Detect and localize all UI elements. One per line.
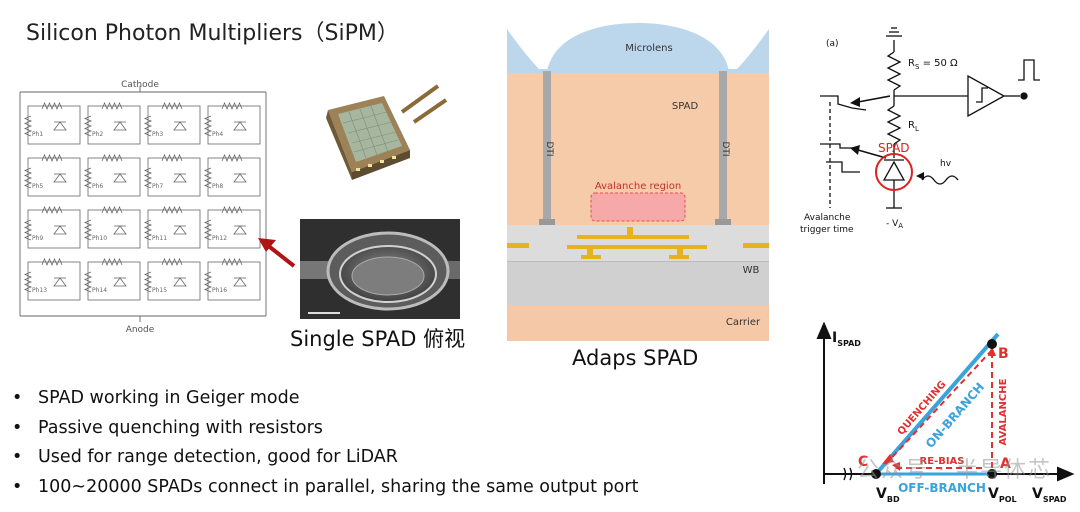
- cell-label: Ph1: [32, 131, 43, 138]
- cell-diode: [173, 173, 187, 183]
- cell-label: Ph8: [212, 183, 223, 190]
- adaps-spad-caption: Adaps SPAD: [572, 346, 699, 370]
- avalanche-label: AVALANCHE: [998, 378, 1009, 445]
- microlens-label: Microlens: [625, 43, 672, 54]
- point-b-label: B: [998, 346, 1009, 362]
- hv-label: hv: [940, 159, 952, 169]
- bullet-item: •SPAD working in Geiger mode: [12, 388, 300, 408]
- adaps-spad-cross-section: Microlens SPAD Avalanche region WB Carri…: [507, 23, 769, 341]
- bullet-item: •100~20000 SPADs connect in parallel, sh…: [12, 476, 639, 497]
- cathode-label: Cathode: [121, 80, 159, 90]
- cell-diode: [173, 277, 187, 287]
- cell-label: Ph12: [212, 235, 227, 242]
- slide-title: Silicon Photon Multipliers（SiPM）: [26, 21, 399, 46]
- cell-label: Ph7: [152, 183, 163, 190]
- va-label: - VA: [886, 219, 903, 230]
- rl-label: RL: [908, 120, 919, 133]
- single-spad-caption: Single SPAD 俯视: [290, 327, 466, 351]
- point-c-label: C: [858, 454, 868, 470]
- cell-label: Ph6: [92, 183, 103, 190]
- pointer-arrow: [258, 238, 296, 268]
- cell-diode: [113, 225, 127, 235]
- cell-diode: [113, 277, 127, 287]
- cell-label: Ph4: [212, 131, 223, 138]
- cell-label: Ph9: [32, 235, 43, 242]
- dti-label-left: DTI: [544, 141, 554, 156]
- vpol-label: VPOL: [988, 486, 1017, 504]
- single-spad-sem-image: [300, 219, 460, 319]
- avalanche-region-label: Avalanche region: [595, 181, 681, 192]
- i-axis-label: ISPAD: [832, 330, 861, 348]
- cell-diode: [53, 173, 67, 183]
- re-bias-label: RE-BIAS: [920, 456, 965, 467]
- wb-label: WB: [743, 265, 760, 276]
- cell-diode: [113, 173, 127, 183]
- cell-diode: [233, 173, 247, 183]
- avalanche-trigger-label-2: trigger time: [800, 225, 854, 235]
- cell-diode: [233, 277, 247, 287]
- cell-label: Ph10: [92, 235, 107, 242]
- sipm-chip-photo: [326, 84, 448, 180]
- spad-iv-diagram: ISPAD VSPAD VBD VPOL A B C QUENCHING ON-…: [816, 322, 1075, 504]
- vbd-label: VBD: [876, 486, 900, 504]
- cell-label: Ph14: [92, 287, 107, 294]
- cell-label: Ph3: [152, 131, 163, 138]
- key-points-list: •SPAD working in Geiger mode •Passive qu…: [12, 384, 638, 502]
- carrier-label: Carrier: [726, 317, 761, 328]
- avalanche-trigger-label-1: Avalanche: [804, 213, 851, 223]
- bullet-item: •Used for range detection, good for LiDA…: [12, 447, 398, 467]
- cell-label: Ph16: [212, 287, 227, 294]
- cell-diode: [173, 225, 187, 235]
- watermark: 公众号 · 半导体芯: [857, 458, 1052, 483]
- off-branch-label: OFF-BRANCH: [898, 481, 986, 495]
- v-axis-label: VSPAD: [1032, 486, 1067, 504]
- cell-label: Ph13: [32, 287, 47, 294]
- cell-label: Ph5: [32, 183, 43, 190]
- spad-layer-label: SPAD: [672, 101, 699, 112]
- spad-circuit-label: SPAD: [878, 141, 910, 155]
- anode-label: Anode: [126, 325, 155, 335]
- cell-diode: [113, 121, 127, 131]
- cell-label: Ph15: [152, 287, 167, 294]
- cell-label: Ph11: [152, 235, 167, 242]
- cell-diode: [233, 121, 247, 131]
- panel-label: (a): [826, 39, 839, 49]
- dti-label-right: DTI: [720, 141, 730, 156]
- bullet-item: •Passive quenching with resistors: [12, 417, 323, 438]
- rs-label: RS = 50 Ω: [908, 58, 958, 71]
- cell-diode: [53, 277, 67, 287]
- cell-diode: [53, 121, 67, 131]
- passive-quenching-circuit: (a) RS = 50 Ω RL SPAD hv Avalanche trigg…: [800, 27, 1040, 235]
- cell-diode: [233, 225, 247, 235]
- cell-diode: [173, 121, 187, 131]
- point-a-label: A: [1000, 456, 1011, 472]
- cell-label: Ph2: [92, 131, 103, 138]
- cell-diode: [53, 225, 67, 235]
